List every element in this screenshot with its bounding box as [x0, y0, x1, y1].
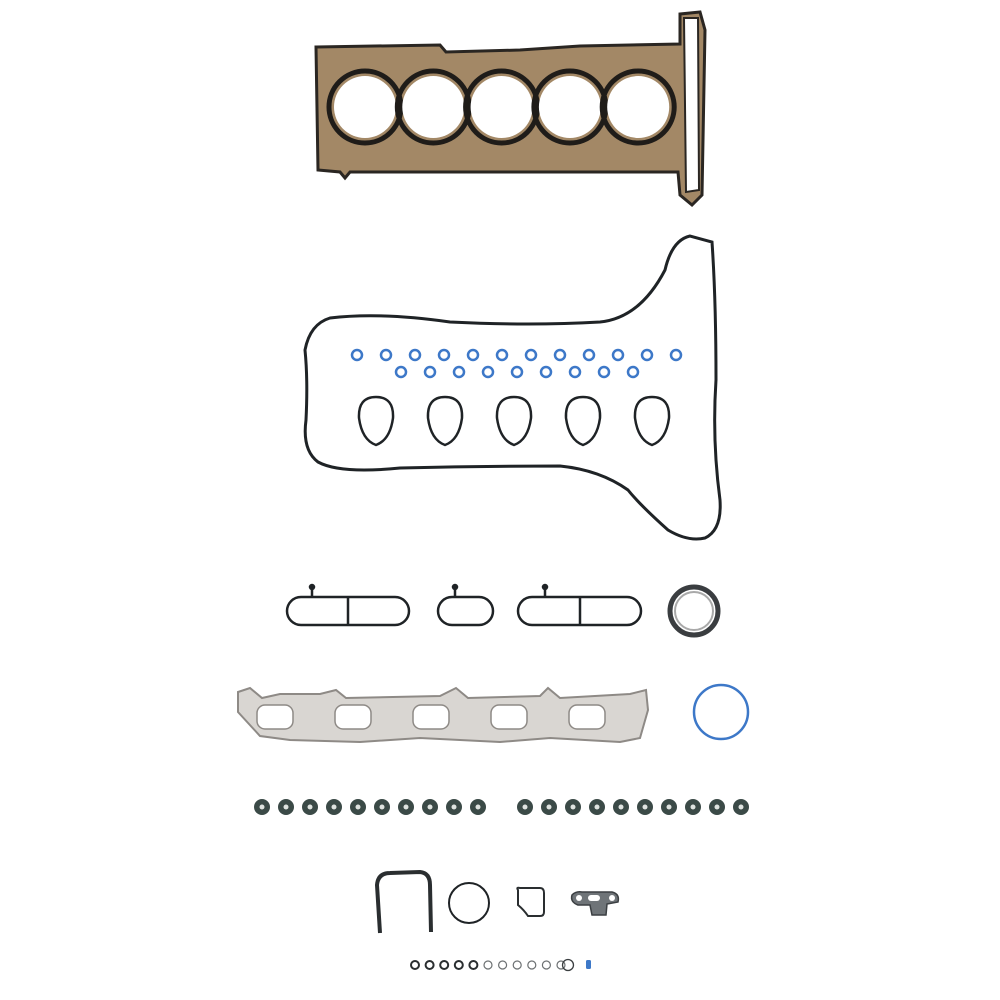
blue-oring [524, 348, 538, 362]
valve-seal-hole [259, 804, 265, 810]
spark-plug-tube-seal [495, 395, 533, 447]
valve-seal-hole [331, 804, 337, 810]
valve-seal-hole [403, 804, 409, 810]
exhaust-port [256, 704, 294, 730]
cylinder-bore [470, 76, 533, 138]
blue-oring [437, 348, 451, 362]
blue-oring [597, 365, 611, 379]
blue-plug [586, 960, 591, 969]
valve-seal-hole [666, 804, 672, 810]
bore-ring [463, 68, 541, 146]
valve-seal-hole [570, 804, 576, 810]
small-flange-gasket [570, 891, 620, 916]
spark-plug-tube-seal [426, 395, 464, 447]
intake-gaskets [285, 583, 643, 627]
bore-ring [599, 68, 677, 146]
small-oring [541, 960, 552, 970]
oring-medium [448, 882, 490, 924]
blue-oring [408, 348, 422, 362]
small-oring [453, 960, 464, 970]
blue-oring [568, 365, 582, 379]
cylinder-bore [607, 76, 670, 138]
bore-ring [394, 68, 472, 146]
small-oring [498, 960, 508, 970]
small-oring [527, 960, 537, 970]
valve-seal-hole [283, 804, 289, 810]
blue-oring [423, 365, 437, 379]
valve-seal-hole [475, 804, 481, 810]
exhaust-port [568, 704, 606, 730]
small-oring [561, 958, 575, 972]
valve-cover-gasket [303, 234, 722, 541]
valve-seal-hole [618, 804, 624, 810]
rear-main-seal [667, 584, 721, 638]
small-oring [556, 960, 566, 970]
small-orings [410, 958, 591, 972]
valve-seal-hole [307, 804, 313, 810]
exhaust-port [490, 704, 528, 730]
u-shaped-seal [374, 869, 433, 934]
valve-seal-hole [451, 804, 457, 810]
blue-oring [510, 365, 524, 379]
cylinder-bore [334, 76, 396, 138]
blue-oring [481, 365, 495, 379]
exhaust-manifold-gasket [237, 686, 650, 744]
valve-seal-hole [714, 804, 720, 810]
valve-seal-hole [522, 804, 528, 810]
exhaust-port [412, 704, 450, 730]
head-gasket [314, 10, 707, 208]
blue-oring [466, 348, 480, 362]
valve-seal-hole [427, 804, 433, 810]
small-oring [483, 960, 493, 970]
blue-oring [539, 365, 553, 379]
spark-plug-tube-seal [357, 395, 395, 447]
valve-seal-hole [738, 804, 744, 810]
blue-oring [553, 348, 567, 362]
cylinder-bore [402, 76, 465, 138]
valve-seal-hole [642, 804, 648, 810]
exhaust-port [334, 704, 372, 730]
blue-oring [611, 348, 625, 362]
blue-oring [394, 365, 408, 379]
blue-oring [640, 348, 654, 362]
blue-oring [452, 365, 466, 379]
blue-oring [495, 348, 509, 362]
valve-seal-hole [594, 804, 600, 810]
valve-seal-hole [546, 804, 552, 810]
spark-plug-tube-seal [633, 395, 671, 447]
small-oring [512, 960, 522, 970]
blue-oring [379, 348, 393, 362]
small-oring [424, 960, 435, 970]
blue-oring [626, 365, 640, 379]
valve-seal-hole [690, 804, 696, 810]
blue-oring [669, 348, 683, 362]
spark-plug-tube-seal [564, 395, 602, 447]
small-oring [439, 960, 450, 970]
valve-seal-hole [355, 804, 361, 810]
small-oring [410, 960, 420, 970]
cylinder-bore [538, 76, 601, 138]
bore-ring [531, 68, 609, 146]
valve-stem-seals [254, 799, 749, 815]
bore-ring [326, 68, 404, 146]
blue-oring [350, 348, 364, 362]
small-oring [468, 960, 479, 970]
thermostat-gasket [516, 886, 545, 917]
valve-seal-hole [379, 804, 385, 810]
blue-oring-large [692, 683, 750, 741]
blue-oring [582, 348, 596, 362]
